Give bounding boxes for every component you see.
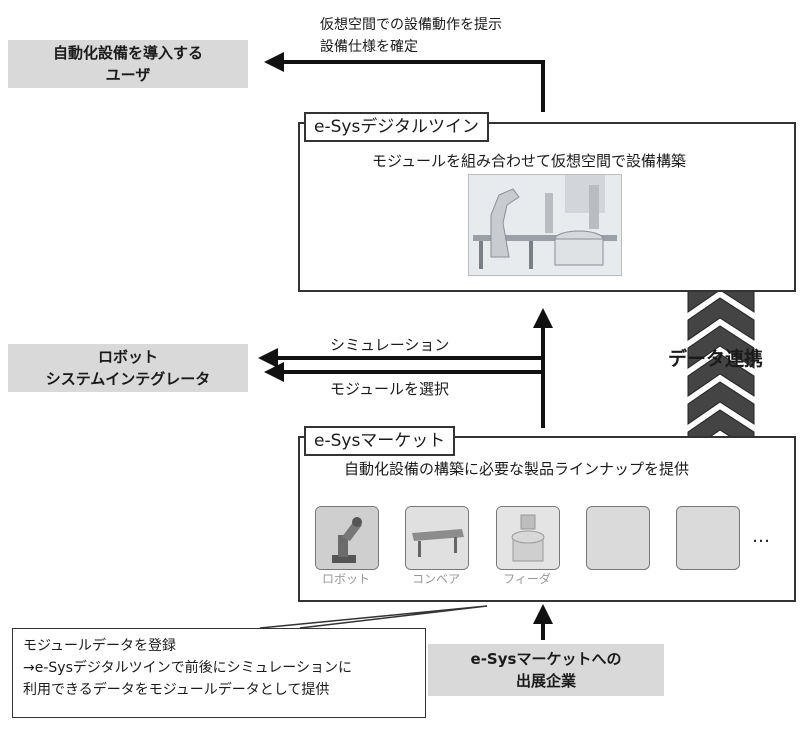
digital-twin-label: e-Sysデジタルツイン [304, 112, 489, 142]
digital-twin-description: モジュールを組み合わせて仮想空間で設備構築 [372, 152, 686, 170]
caption-present-spec: 仮想空間での設備動作を提示 設備仕様を確定 [320, 17, 502, 55]
integrator-box: ロボット システムインテグレータ [8, 344, 248, 392]
conveyor-icon [405, 506, 469, 570]
market-description: 自動化設備の構築に必要な製品ラインナップを提供 [344, 460, 690, 478]
module-data-note: モジュールデータを登録 →e-Sysデジタルツインで前後にシミュレーションに 利… [12, 628, 426, 718]
empty-slot-1 [586, 506, 650, 570]
more-items-ellipsis: … [752, 526, 770, 547]
data-link-label: データ連携 [668, 348, 764, 370]
empty-slot-2 [676, 506, 740, 570]
simulation-label: シミュレーション [330, 336, 450, 354]
item-label-robot: ロボット [321, 572, 370, 586]
arrow-twin-to-user [264, 52, 545, 112]
module-select-label: モジュールを選択 [330, 380, 449, 398]
digital-twin-render-image [468, 174, 622, 276]
note-callout-pointer [259, 605, 488, 629]
robot-cell-illustration [469, 175, 621, 275]
feeder-icon [496, 506, 560, 570]
user-box: 自動化設備を導入する ユーザ [8, 40, 248, 88]
robot-arm-icon [315, 506, 379, 570]
market-label: e-Sysマーケット [304, 426, 456, 456]
item-label-feeder: フィーダ [503, 572, 551, 586]
item-label-conveyor: コンベア [411, 572, 460, 586]
vendor-box: e-Sysマーケットへの 出展企業 [428, 644, 664, 696]
